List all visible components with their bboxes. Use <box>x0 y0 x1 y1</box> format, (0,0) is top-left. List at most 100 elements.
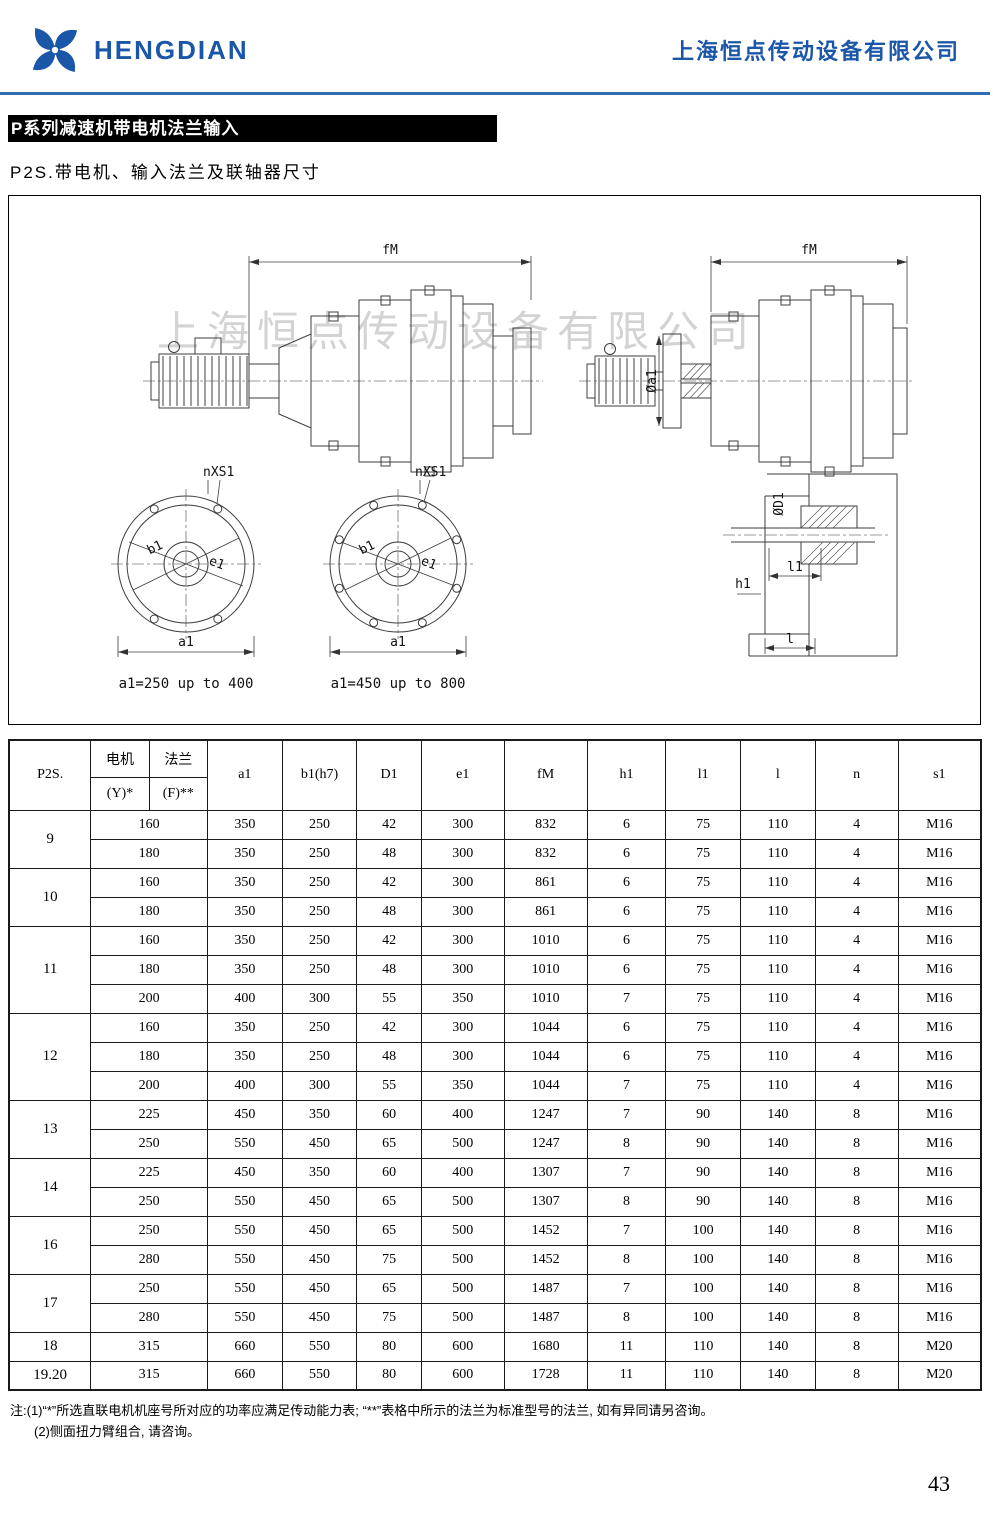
value-cell-fM: 1044 <box>503 1070 588 1101</box>
value-cell-l1: 75 <box>665 1070 742 1101</box>
shaft-detail-view: ØD1 h1 l1 l <box>723 473 898 657</box>
value-cell-b1(h7): 250 <box>281 809 358 840</box>
model-cell: 11 <box>8 925 92 1014</box>
value-cell-D1: 48 <box>356 954 422 985</box>
value-cell-D1: 42 <box>356 867 422 898</box>
value-cell-a1: 350 <box>206 1012 283 1043</box>
value-cell-h1: 11 <box>586 1331 667 1362</box>
nxs1-label: nXS1 <box>203 465 234 480</box>
value-cell-b1(h7): 450 <box>281 1128 358 1159</box>
value-cell-a1: 550 <box>206 1186 283 1217</box>
model-cell: 18 <box>8 1331 92 1362</box>
value-cell-e1: 350 <box>420 983 505 1014</box>
value-cell-e1: 300 <box>420 809 505 840</box>
header-divider <box>0 92 990 95</box>
value-cell-b1(h7): 450 <box>281 1186 358 1217</box>
value-cell-b1(h7): 250 <box>281 896 358 927</box>
value-cell-e1: 500 <box>420 1273 505 1304</box>
technical-drawing-box: 上海恒点传动设备有限公司 <box>8 195 981 725</box>
value-cell-l1: 100 <box>665 1273 742 1304</box>
value-cell-l1: 100 <box>665 1215 742 1246</box>
e1-label: e1 <box>207 554 227 574</box>
value-cell-D1: 65 <box>356 1186 422 1217</box>
value-cell-l: 110 <box>740 838 816 869</box>
value-cell-fM: 1452 <box>503 1244 588 1275</box>
value-cell-h1: 8 <box>586 1186 667 1217</box>
value-cell-s1: M16 <box>897 809 982 840</box>
value-cell-h1: 8 <box>586 1302 667 1333</box>
motor-size-cell: 250 <box>90 1186 208 1217</box>
value-cell-b1(h7): 250 <box>281 838 358 869</box>
motor-size-cell: 180 <box>90 1041 208 1072</box>
value-cell-b1(h7): 450 <box>281 1215 358 1246</box>
value-cell-b1(h7): 350 <box>281 1157 358 1188</box>
value-cell-fM: 1452 <box>503 1215 588 1246</box>
value-cell-l: 110 <box>740 867 816 898</box>
value-cell-n: 8 <box>814 1302 899 1333</box>
a1-range-caption-large: a1=450 up to 800 <box>331 676 466 692</box>
value-cell-a1: 350 <box>206 809 283 840</box>
value-cell-b1(h7): 450 <box>281 1302 358 1333</box>
model-cell: 17 <box>8 1273 92 1333</box>
value-cell-e1: 300 <box>420 838 505 869</box>
value-cell-h1: 6 <box>586 1041 667 1072</box>
value-cell-l1: 75 <box>665 838 742 869</box>
value-cell-e1: 500 <box>420 1215 505 1246</box>
value-cell-l1: 75 <box>665 1041 742 1072</box>
motor-size-cell: 180 <box>90 838 208 869</box>
value-cell-a1: 350 <box>206 925 283 956</box>
side-view-left: fM <box>143 243 543 477</box>
value-cell-l1: 100 <box>665 1302 742 1333</box>
motor-size-cell: 160 <box>90 1012 208 1043</box>
value-cell-fM: 1044 <box>503 1041 588 1072</box>
value-cell-D1: 48 <box>356 838 422 869</box>
value-cell-l1: 75 <box>665 896 742 927</box>
value-cell-l1: 75 <box>665 954 742 985</box>
motor-size-cell: 160 <box>90 809 208 840</box>
value-cell-a1: 350 <box>206 896 283 927</box>
footnote-2: (2)侧面扭力臂组合, 请咨询。 <box>34 1423 201 1439</box>
value-cell-n: 4 <box>814 1070 899 1101</box>
model-cell: 13 <box>8 1099 92 1159</box>
value-cell-h1: 6 <box>586 867 667 898</box>
value-cell-fM: 1307 <box>503 1157 588 1188</box>
model-cell: 14 <box>8 1157 92 1217</box>
value-cell-n: 8 <box>814 1099 899 1130</box>
a1-range-caption-small: a1=250 up to 400 <box>119 676 254 692</box>
value-cell-b1(h7): 250 <box>281 954 358 985</box>
col-header-n: n <box>814 739 899 811</box>
page-number: 43 <box>928 1471 950 1496</box>
value-cell-l1: 75 <box>665 983 742 1014</box>
col-header-b1: b1(h7) <box>281 739 358 811</box>
value-cell-e1: 500 <box>420 1302 505 1333</box>
value-cell-n: 8 <box>814 1186 899 1217</box>
col-header-l1: l1 <box>665 739 742 811</box>
value-cell-b1(h7): 250 <box>281 1041 358 1072</box>
motor-size-cell: 315 <box>90 1331 208 1362</box>
col-header-motor: 电机 <box>90 739 150 778</box>
motor-size-cell: 225 <box>90 1099 208 1130</box>
value-cell-h1: 8 <box>586 1128 667 1159</box>
value-cell-n: 4 <box>814 809 899 840</box>
value-cell-n: 4 <box>814 838 899 869</box>
value-cell-s1: M16 <box>897 1041 982 1072</box>
value-cell-D1: 42 <box>356 1012 422 1043</box>
value-cell-e1: 300 <box>420 896 505 927</box>
value-cell-fM: 1487 <box>503 1273 588 1304</box>
value-cell-b1(h7): 250 <box>281 867 358 898</box>
value-cell-D1: 42 <box>356 809 422 840</box>
value-cell-e1: 300 <box>420 867 505 898</box>
value-cell-n: 4 <box>814 896 899 927</box>
value-cell-l: 110 <box>740 954 816 985</box>
value-cell-l1: 75 <box>665 867 742 898</box>
value-cell-l1: 110 <box>665 1360 742 1391</box>
value-cell-b1(h7): 300 <box>281 1070 358 1101</box>
value-cell-e1: 300 <box>420 1012 505 1043</box>
value-cell-h1: 6 <box>586 1012 667 1043</box>
value-cell-n: 8 <box>814 1244 899 1275</box>
